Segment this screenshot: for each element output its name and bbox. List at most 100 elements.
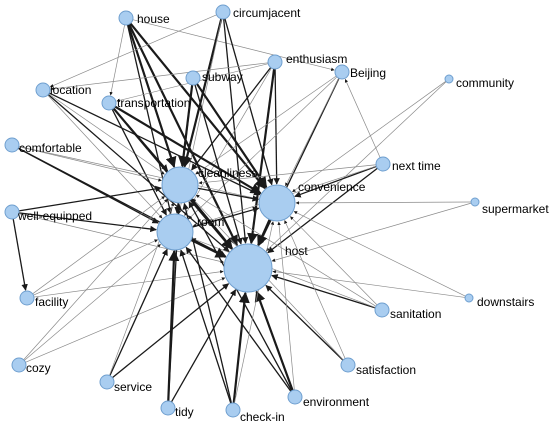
edge-cozy-to-room (24, 244, 161, 361)
edge-enthusiasm-to-host (247, 68, 276, 245)
node-comfortable[interactable] (4, 137, 20, 153)
node-label-sanitation: sanitation (390, 307, 441, 321)
edge-enthusiasm-to-convenience (273, 68, 280, 185)
edge-environment-to-convenience (277, 221, 295, 391)
node-enthusiasm[interactable] (267, 54, 283, 70)
node-label-next_time: next time (392, 159, 441, 173)
node-label-enthusiasm: enthusiasm (286, 52, 347, 66)
node-label-host: host (285, 244, 308, 258)
node-tidy[interactable] (160, 400, 176, 416)
node-subway[interactable] (185, 70, 201, 86)
node-room[interactable] (156, 213, 194, 251)
node-circumjacent[interactable] (215, 4, 231, 20)
node-cleanliness[interactable] (161, 166, 199, 204)
edge-house-to-beijing (132, 19, 335, 71)
node-well_equipped[interactable] (4, 204, 20, 220)
node-community[interactable] (444, 74, 454, 84)
edge-tidy-to-host (170, 289, 237, 403)
node-beijing[interactable] (334, 64, 350, 80)
node-transportation[interactable] (101, 95, 117, 111)
edge-house-to-cleanliness (127, 24, 177, 168)
edge-facility-to-host (33, 270, 224, 298)
edge-cleanliness-to-host (190, 198, 234, 250)
edge-cleanliness-to-room (174, 202, 181, 214)
edge-downstairs-to-convenience (293, 211, 466, 297)
node-label-satisfaction: satisfaction (356, 363, 416, 377)
edge-location-to-room (47, 94, 163, 219)
edge-house-to-transportation (109, 24, 125, 96)
edge-next_time-to-convenience (294, 165, 377, 198)
edge-location-to-convenience (49, 92, 261, 196)
node-label-facility: facility (35, 295, 68, 309)
edge-convenience-to-host (257, 218, 271, 247)
node-label-house: house (137, 12, 170, 26)
edge-satisfaction-to-host (265, 284, 344, 361)
edge-check_in-to-host (232, 291, 250, 404)
edge-next_time-to-host (267, 167, 378, 254)
node-label-tidy: tidy (175, 405, 194, 419)
edge-room-to-convenience (192, 206, 260, 228)
node-label-cleanliness: cleanliness (198, 166, 257, 180)
edge-facility-to-room (33, 239, 158, 296)
edge-comfortable-to-convenience (18, 146, 259, 200)
node-label-convenience: convenience (298, 180, 366, 194)
edge-transportation-to-room (111, 108, 167, 216)
edge-circumjacent-to-convenience (224, 18, 274, 186)
edge-sanitation-to-host (271, 274, 376, 309)
node-label-transportation: transportation (117, 96, 190, 110)
edge-enthusiasm-to-location (50, 62, 269, 91)
edge-environment-to-room (185, 246, 292, 392)
edge-house-to-host (128, 23, 239, 247)
edge-community-to-convenience (292, 81, 446, 193)
edge-next_time-to-beijing (344, 78, 381, 158)
edge-beijing-to-convenience (285, 78, 340, 187)
edge-well_equipped-to-facility (12, 218, 28, 291)
node-satisfaction[interactable] (340, 357, 356, 373)
node-downstairs[interactable] (464, 293, 474, 303)
node-cozy[interactable] (11, 357, 27, 373)
node-facility[interactable] (19, 290, 35, 306)
edge-well_equipped-to-room (18, 212, 157, 233)
edge-location-to-cleanliness (48, 93, 165, 175)
edge-comfortable-to-cleanliness (18, 146, 162, 182)
edge-room-to-host (190, 238, 227, 258)
edge-facility-to-cleanliness (32, 196, 165, 295)
node-service[interactable] (99, 374, 115, 390)
node-label-location: location (50, 83, 91, 97)
edge-satisfaction-to-convenience (284, 220, 346, 359)
edge-well_equipped-to-host (18, 213, 225, 264)
edge-check_in-to-convenience (234, 221, 275, 404)
node-location[interactable] (35, 82, 51, 98)
edge-environment-to-host (254, 290, 294, 391)
edge-cozy-to-host (25, 277, 226, 363)
node-label-well_equipped: well-equipped (17, 209, 92, 223)
node-label-community: community (456, 76, 514, 90)
edge-house-to-convenience (129, 22, 266, 190)
node-label-beijing: Beijing (350, 66, 386, 80)
node-host[interactable] (223, 243, 273, 293)
edge-next_time-to-cleanliness (198, 164, 377, 185)
node-label-supermarket: supermarket (482, 202, 549, 216)
node-layer (4, 4, 480, 418)
node-label-circumjacent: circumjacent (233, 6, 301, 20)
node-environment[interactable] (287, 389, 303, 405)
edge-service-to-room (109, 248, 168, 376)
node-supermarket[interactable] (470, 197, 480, 207)
edge-layer (12, 14, 472, 404)
node-next_time[interactable] (375, 156, 391, 172)
edge-check_in-to-room (179, 249, 232, 404)
node-label-environment: environment (303, 395, 370, 409)
edge-sanitation-to-convenience (290, 216, 378, 306)
edge-transportation-to-cleanliness (113, 107, 169, 172)
node-check_in[interactable] (225, 402, 241, 418)
edge-cleanliness-to-convenience (197, 187, 259, 202)
edge-subway-to-convenience (195, 83, 268, 189)
edge-enthusiasm-to-cleanliness (191, 67, 272, 171)
node-house[interactable] (118, 10, 134, 26)
node-convenience[interactable] (258, 184, 296, 222)
edge-subway-to-host (194, 84, 243, 245)
node-sanitation[interactable] (374, 302, 390, 318)
edge-supermarket-to-host (271, 202, 472, 262)
